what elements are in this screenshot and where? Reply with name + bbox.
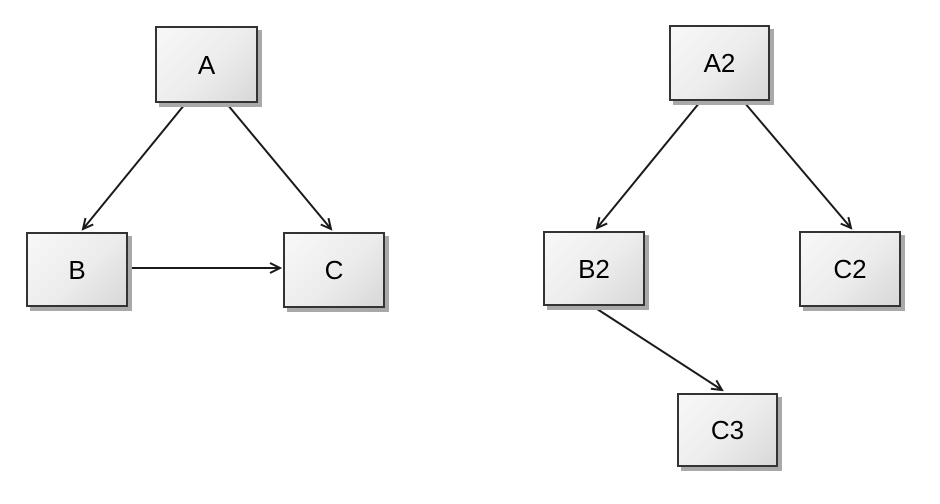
node-A2[interactable]: A2 <box>669 25 770 101</box>
edge-A-B[interactable] <box>83 103 186 229</box>
edge-A2-C2[interactable] <box>743 101 851 228</box>
edge-A2-B2[interactable] <box>597 101 701 228</box>
node-C[interactable]: C <box>283 232 385 308</box>
node-C-label: C <box>324 255 344 285</box>
node-C2-label: C2 <box>833 254 867 284</box>
node-A-label: A <box>197 49 216 80</box>
node-A[interactable]: A <box>155 26 258 103</box>
node-C3[interactable]: C3 <box>677 393 778 467</box>
node-B2-label: B2 <box>578 253 610 284</box>
node-B[interactable]: B <box>26 232 128 307</box>
edge-B2-C3[interactable] <box>593 306 722 390</box>
node-C2[interactable]: C2 <box>799 231 901 307</box>
node-B2[interactable]: B2 <box>543 231 645 306</box>
edge-A-C[interactable] <box>226 103 331 229</box>
node-A2-label: A2 <box>703 48 736 78</box>
node-C3-label: C3 <box>710 415 745 445</box>
node-B-label: B <box>68 254 86 285</box>
